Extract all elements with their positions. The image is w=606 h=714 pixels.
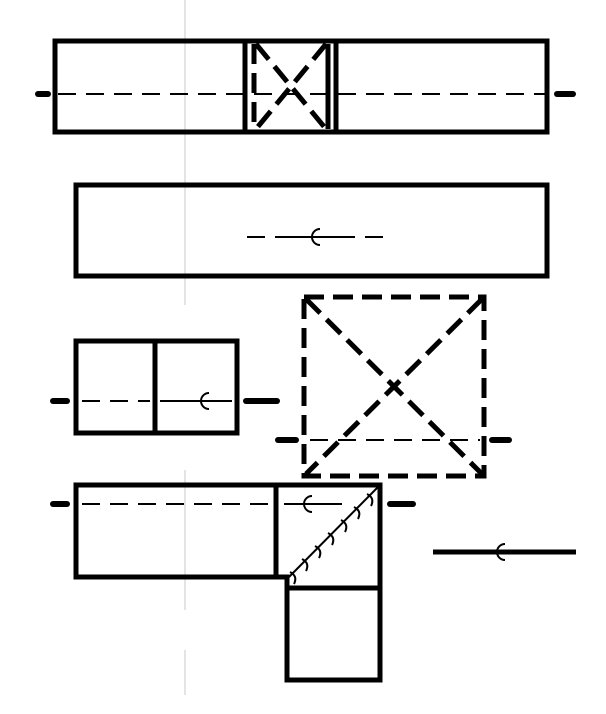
c-symbol-icon xyxy=(303,495,313,513)
element-l-assembly xyxy=(50,482,416,683)
c-symbol-icon xyxy=(311,228,321,246)
element-top-beam xyxy=(35,38,576,135)
c-symbol-icon xyxy=(496,543,506,561)
c-symbol-icon xyxy=(200,392,210,410)
element-second-beam xyxy=(73,182,550,279)
cross-diagonal xyxy=(254,42,328,131)
cross-diagonal xyxy=(254,42,328,131)
weld-ticks xyxy=(289,493,374,585)
element-dashed-square xyxy=(275,294,512,479)
weld-diagonal xyxy=(288,486,379,578)
standalone-c-symbol xyxy=(433,543,576,561)
element-two-bay xyxy=(50,338,280,436)
